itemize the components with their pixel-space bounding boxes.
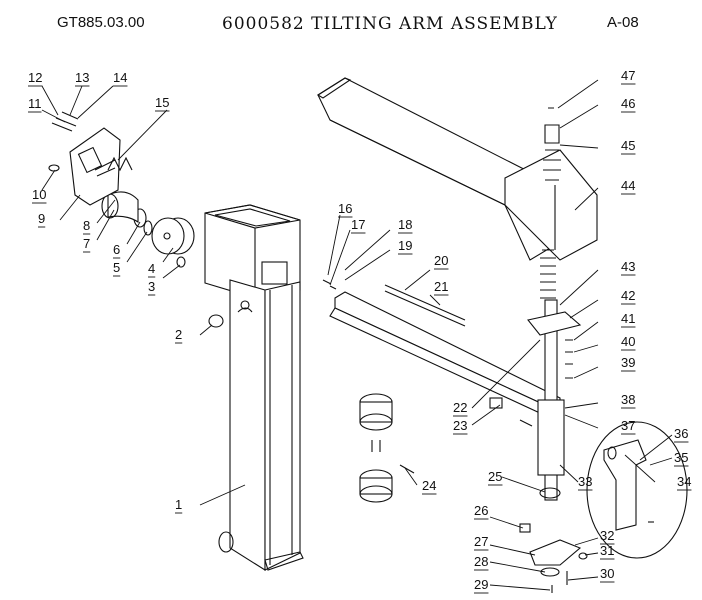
callout-31: 31 [600,543,614,558]
callout-12: 12 [28,70,42,85]
callout-40: 40 [621,334,635,349]
callout-7: 7 [83,236,90,251]
callout-5: 5 [113,260,120,275]
callout-37: 37 [621,418,635,433]
leader-lines [41,79,673,591]
part-15-spring [107,156,133,172]
callout-36: 36 [674,426,688,441]
callout-13: 13 [75,70,89,85]
clamp-group [519,523,588,593]
callout-16: 16 [338,201,352,216]
callout-35: 35 [674,450,688,465]
support-arm [322,279,561,427]
callout-47: 47 [621,68,635,83]
callout-23: 23 [453,418,467,433]
callout-24: 24 [422,478,436,493]
callout-21: 21 [434,279,448,294]
callout-3: 3 [148,279,155,294]
callout-17: 17 [351,217,365,232]
callout-1: 1 [175,497,182,512]
callout-43: 43 [621,259,635,274]
callout-46: 46 [621,96,635,111]
callout-25: 25 [488,469,502,484]
cylinder-group [359,393,415,503]
hub-group [48,111,195,268]
callout-labels: 1 2 3 4 5 6 7 8 9 10 11 12 13 14 15 16 1… [28,68,692,594]
callout-14: 14 [113,70,127,85]
callout-22: 22 [453,400,467,415]
callout-8: 8 [83,218,90,233]
callout-45: 45 [621,138,635,153]
callout-29: 29 [474,577,488,592]
callout-4: 4 [148,261,155,276]
callout-28: 28 [474,554,488,569]
callout-27: 27 [474,534,488,549]
callout-33: 33 [578,474,592,489]
callout-41: 41 [621,311,635,326]
callout-6: 6 [113,242,120,257]
vertical-column [527,107,582,501]
callout-9: 9 [38,211,45,226]
part-drawings [48,77,688,593]
callout-15: 15 [155,95,169,110]
drawing-code: GT885.03.00 [57,14,145,31]
callout-44: 44 [621,178,635,193]
callout-11: 11 [28,96,42,111]
main-column [204,204,304,571]
callout-38: 38 [621,392,635,407]
callout-39: 39 [621,355,635,370]
callout-19: 19 [398,238,412,253]
upper-arm [316,77,598,261]
callout-34: 34 [677,474,691,489]
callout-30: 30 [600,566,614,581]
callout-42: 42 [621,288,635,303]
callout-18: 18 [398,217,412,232]
callout-2: 2 [175,327,182,342]
callout-32: 32 [600,528,614,543]
drawing-title: 6000582 TILTING ARM ASSEMBLY [222,14,558,34]
callout-10: 10 [32,187,46,202]
callout-26: 26 [474,503,488,518]
part-2-nut [208,314,224,328]
callout-20: 20 [434,253,448,268]
page-number: A-08 [607,14,639,31]
